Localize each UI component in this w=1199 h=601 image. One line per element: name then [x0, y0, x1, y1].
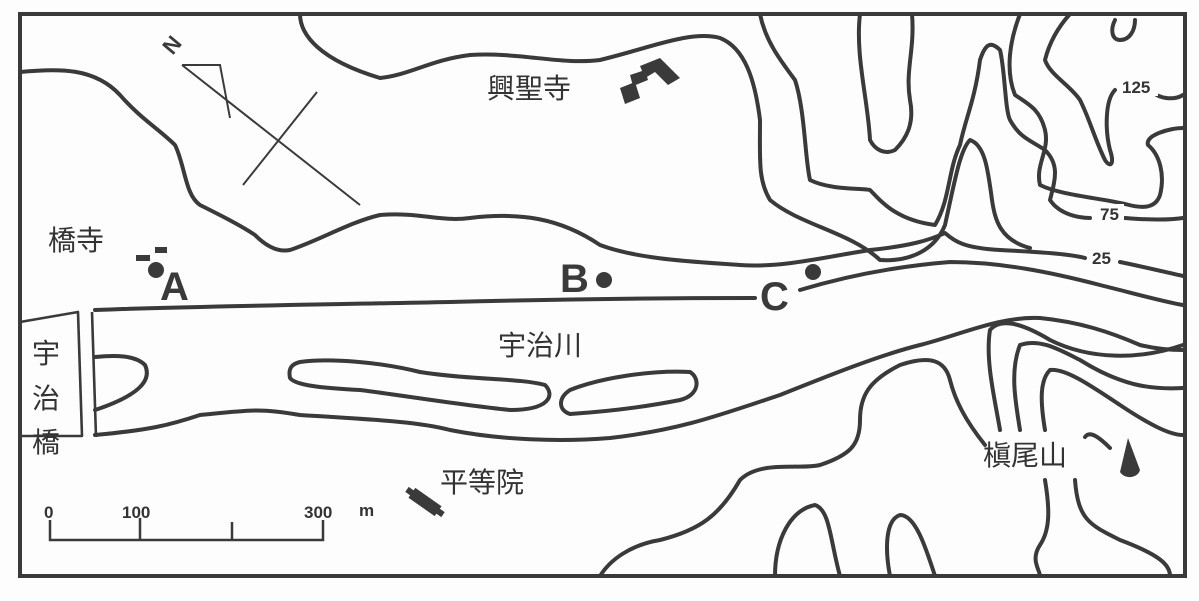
point-c-marker	[805, 264, 821, 280]
island	[93, 354, 149, 412]
contour-line	[986, 321, 1185, 432]
contour-line	[1118, 260, 1185, 278]
scale-tick-0: 0	[44, 503, 53, 522]
contour-line	[1123, 216, 1185, 222]
island	[559, 369, 699, 416]
koshoji-label: 興聖寺	[487, 72, 571, 105]
contour-label-125: 125	[1122, 78, 1150, 97]
contour-line	[298, 12, 1032, 263]
river-south-bank	[93, 315, 1185, 442]
ujibashi-label-1: 宇	[32, 337, 60, 370]
makinoosan-label: 槇尾山	[983, 439, 1067, 472]
point-b-label: B	[560, 257, 589, 301]
river-north-bank	[93, 296, 757, 312]
hashidera-label: 橋寺	[48, 224, 104, 257]
contour-line	[798, 260, 1185, 307]
koshoji-temple-icon	[620, 58, 680, 104]
contour-label-25: 25	[1092, 249, 1111, 268]
ujigawa-label: 宇治川	[498, 329, 582, 362]
scale-bar: 0 100 300 m	[44, 501, 374, 542]
contour-label-75: 75	[1100, 205, 1119, 224]
contour-line	[1033, 478, 1051, 578]
contour-line	[598, 358, 987, 578]
summit-icon	[1120, 438, 1140, 478]
point-c-label: C	[760, 275, 789, 319]
byodoin-temple-icon	[405, 486, 445, 518]
contour-line	[1083, 432, 1112, 450]
contour-line	[1039, 367, 1185, 437]
contour-line	[1073, 478, 1172, 578]
ujibashi-label-2: 治	[32, 382, 60, 415]
contour-line	[856, 12, 915, 154]
north-label: N	[157, 31, 186, 59]
ujibashi-label-3: 橋	[32, 426, 60, 459]
contour-line	[773, 503, 842, 578]
point-a-label: A	[160, 265, 189, 309]
contour-line	[885, 513, 937, 578]
scale-unit: m	[359, 501, 374, 520]
scale-tick-100: 100	[122, 503, 150, 522]
map-frame	[18, 12, 1187, 578]
contour-line	[1007, 12, 1185, 209]
scale-tick-300: 300	[304, 503, 332, 522]
hashidera-temple-icon	[136, 247, 167, 278]
byodoin-label: 平等院	[440, 466, 524, 499]
contour-line	[1012, 340, 1185, 432]
island	[287, 358, 552, 412]
point-b-marker	[596, 272, 612, 288]
contour-line	[18, 68, 1087, 268]
uji-bridge	[19, 310, 98, 438]
contour-line	[1110, 18, 1137, 42]
